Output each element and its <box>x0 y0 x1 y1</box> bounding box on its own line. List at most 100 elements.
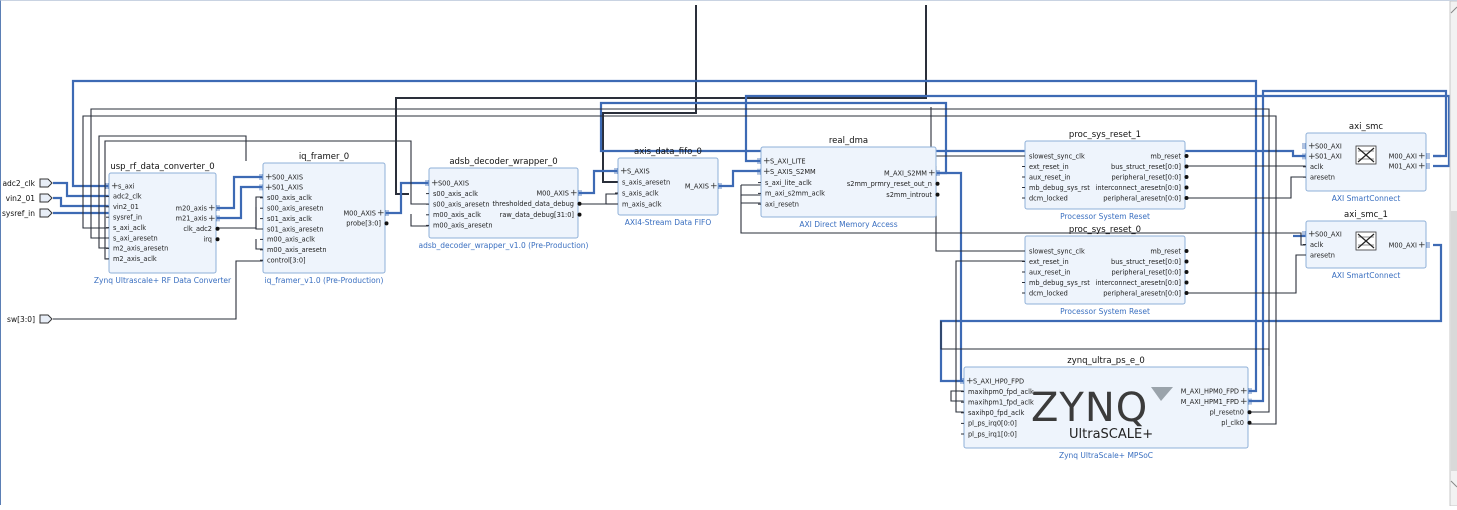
pin-m00_axis_aresetn[interactable]: m00_axis_aresetn <box>426 222 493 230</box>
block-body[interactable] <box>963 366 1249 449</box>
pin-s01_axis_aclk[interactable]: s01_axis_aclk <box>260 215 312 223</box>
pin-aux_reset_in[interactable]: aux_reset_in <box>1022 173 1070 181</box>
pin-S_AXI_LITE[interactable]: +S_AXI_LITE <box>757 156 806 166</box>
scrollbar-thumb[interactable] <box>1451 211 1457 471</box>
expand-plus-icon[interactable]: + <box>928 168 936 178</box>
pin-mb_debug_sys_rst[interactable]: mb_debug_sys_rst <box>1022 279 1090 287</box>
pin-interconnect_aresetn[0:0][interactable]: interconnect_aresetn[0:0] <box>1096 184 1189 192</box>
pin-M_AXI_HPM0_FPD[interactable]: M_AXI_HPM0_FPD+ <box>1181 386 1252 396</box>
pin-interconnect_aresetn[0:0][interactable]: interconnect_aresetn[0:0] <box>1096 279 1189 287</box>
pin-M00_AXI[interactable]: M00_AXI+ <box>1389 151 1430 161</box>
expand-plus-icon[interactable]: + <box>111 181 119 191</box>
pin-thresholded_data_debug[interactable]: thresholded_data_debug <box>492 200 582 208</box>
pin-S00_AXIS[interactable]: +S00_AXIS <box>259 172 303 182</box>
pin-s2mm_prmry_reset_out_n[interactable]: s2mm_prmry_reset_out_n <box>847 180 940 188</box>
pin-s01_axis_aresetn[interactable]: s01_axis_aresetn <box>260 225 324 233</box>
pin-s_axi_lite_aclk[interactable]: s_axi_lite_aclk <box>758 179 812 187</box>
pin-maxihpm1_fpd_aclk[interactable]: maxihpm1_fpd_aclk <box>961 399 1034 407</box>
pin-M00_AXIS[interactable]: M00_AXIS+ <box>343 208 389 218</box>
pin-bus_struct_reset[0:0][interactable]: bus_struct_reset[0:0] <box>1111 258 1189 266</box>
expand-plus-icon[interactable]: + <box>1418 151 1426 161</box>
external-port-sw[interactable]: sw[3:0] <box>7 314 53 324</box>
pin-M_AXI_HPM1_FPD[interactable]: M_AXI_HPM1_FPD+ <box>1181 397 1252 407</box>
expand-plus-icon[interactable]: + <box>377 208 385 218</box>
external-port-vin2_01[interactable]: vin2_01 <box>6 193 53 203</box>
pin-s2mm_introut[interactable]: s2mm_introut <box>886 191 940 199</box>
pin-m21_axis[interactable]: m21_axis+ <box>176 214 220 224</box>
pin-S00_AXI[interactable]: +S00_AXI <box>1302 141 1342 151</box>
pin-ext_reset_in[interactable]: ext_reset_in <box>1022 258 1069 266</box>
ip-block-adsb[interactable]: adsb_decoder_wrapper_0adsb_decoder_wrapp… <box>419 157 589 250</box>
pin-m20_axis[interactable]: m20_axis+ <box>176 203 220 213</box>
pin-peripheral_aresetn[0:0][interactable]: peripheral_aresetn[0:0] <box>1103 289 1189 297</box>
pin-s00_axis_aclk[interactable]: s00_axis_aclk <box>426 190 478 198</box>
pin-s_axis_aresetn[interactable]: s_axis_aresetn <box>615 178 670 186</box>
pin-slowest_sync_clk[interactable]: slowest_sync_clk <box>1022 247 1085 255</box>
pin-maxihpm0_fpd_aclk[interactable]: maxihpm0_fpd_aclk <box>961 388 1034 396</box>
pin-aresetn[interactable]: aresetn <box>1303 251 1335 259</box>
pin-control[3:0][interactable]: control[3:0] <box>260 257 306 265</box>
pin-sysref_in[interactable]: sysref_in <box>106 214 142 222</box>
block-body[interactable] <box>262 162 386 274</box>
pin-probe[3:0][interactable]: probe[3:0] <box>346 220 389 228</box>
pin-dcm_locked[interactable]: dcm_locked <box>1022 289 1068 297</box>
pin-m_axi_s2mm_aclk[interactable]: m_axi_s2mm_aclk <box>758 190 825 198</box>
expand-plus-icon[interactable]: + <box>208 214 216 224</box>
pin-S_AXI_HP0_FPD[interactable]: +S_AXI_HP0_FPD <box>960 376 1024 386</box>
pin-m00_axis_aclk[interactable]: m00_axis_aclk <box>426 211 481 219</box>
pin-S01_AXI[interactable]: +S01_AXI <box>1302 152 1342 162</box>
pin-peripheral_reset[0:0][interactable]: peripheral_reset[0:0] <box>1111 173 1189 181</box>
pin-raw_data_debug[31:0][interactable]: raw_data_debug[31:0] <box>500 211 582 219</box>
expand-plus-icon[interactable]: + <box>1308 229 1316 239</box>
pin-pl_ps_irq1[0:0][interactable]: pl_ps_irq1[0:0] <box>961 430 1017 438</box>
expand-plus-icon[interactable]: + <box>763 156 771 166</box>
pin-aux_reset_in[interactable]: aux_reset_in <box>1022 268 1070 276</box>
expand-plus-icon[interactable]: + <box>1418 240 1426 250</box>
pin-s_axi_aclk[interactable]: s_axi_aclk <box>106 224 146 232</box>
pin-M00_AXIS[interactable]: M00_AXIS+ <box>536 188 582 198</box>
pin-axi_resetn[interactable]: axi_resetn <box>758 201 799 209</box>
pin-m_axis_aclk[interactable]: m_axis_aclk <box>615 200 662 208</box>
pin-s_axis_aclk[interactable]: s_axis_aclk <box>615 189 659 197</box>
pin-adc2_clk[interactable]: adc2_clk <box>106 193 142 201</box>
pin-aclk[interactable]: aclk <box>1303 163 1323 171</box>
pin-mb_debug_sys_rst[interactable]: mb_debug_sys_rst <box>1022 184 1090 192</box>
pin-m00_axis_aclk[interactable]: m00_axis_aclk <box>260 236 315 244</box>
pin-m00_axis_aresetn[interactable]: m00_axis_aresetn <box>260 246 327 254</box>
pin-M_AXI_S2MM[interactable]: M_AXI_S2MM+ <box>884 168 940 178</box>
pin-S00_AXIS[interactable]: +S00_AXIS <box>425 178 469 188</box>
pin-dcm_locked[interactable]: dcm_locked <box>1022 194 1068 202</box>
pin-s_axi[interactable]: +s_axi <box>105 181 135 191</box>
pin-peripheral_reset[0:0][interactable]: peripheral_reset[0:0] <box>1111 268 1189 276</box>
block-body[interactable] <box>760 146 937 218</box>
expand-plus-icon[interactable]: + <box>620 166 628 176</box>
expand-plus-icon[interactable]: + <box>208 203 216 213</box>
block-body[interactable] <box>1024 235 1186 305</box>
block-body[interactable] <box>108 172 217 274</box>
pin-mb_reset[interactable]: mb_reset <box>1150 247 1189 255</box>
pin-s00_axis_aresetn[interactable]: s00_axis_aresetn <box>426 201 490 209</box>
pin-S00_AXI[interactable]: +S00_AXI <box>1302 229 1342 239</box>
pin-bus_struct_reset[0:0][interactable]: bus_struct_reset[0:0] <box>1111 163 1189 171</box>
pin-m2_axis_aclk[interactable]: m2_axis_aclk <box>106 255 157 263</box>
scroll-arrow-icon[interactable] <box>1450 6 1457 488</box>
pin-pl_ps_irq0[0:0][interactable]: pl_ps_irq0[0:0] <box>961 420 1017 428</box>
expand-plus-icon[interactable]: + <box>1240 386 1248 396</box>
pin-m2_axis_aresetn[interactable]: m2_axis_aresetn <box>106 245 168 253</box>
external-port-adc2_clk[interactable]: adc2_clk <box>2 178 53 188</box>
pin-clk_adc2[interactable]: clk_adc2 <box>183 225 220 233</box>
pin-pl_resetn0[interactable]: pl_resetn0 <box>1210 409 1252 417</box>
pin-aresetn[interactable]: aresetn <box>1303 174 1335 182</box>
pin-S_AXIS[interactable]: +S_AXIS <box>614 166 650 176</box>
pin-M01_AXI[interactable]: M01_AXI+ <box>1389 161 1430 171</box>
pin-s_axi_aresetn[interactable]: s_axi_aresetn <box>106 234 158 242</box>
pin-aclk[interactable]: aclk <box>1303 241 1323 249</box>
pin-s00_axis_aresetn[interactable]: s00_axis_aresetn <box>260 205 324 213</box>
